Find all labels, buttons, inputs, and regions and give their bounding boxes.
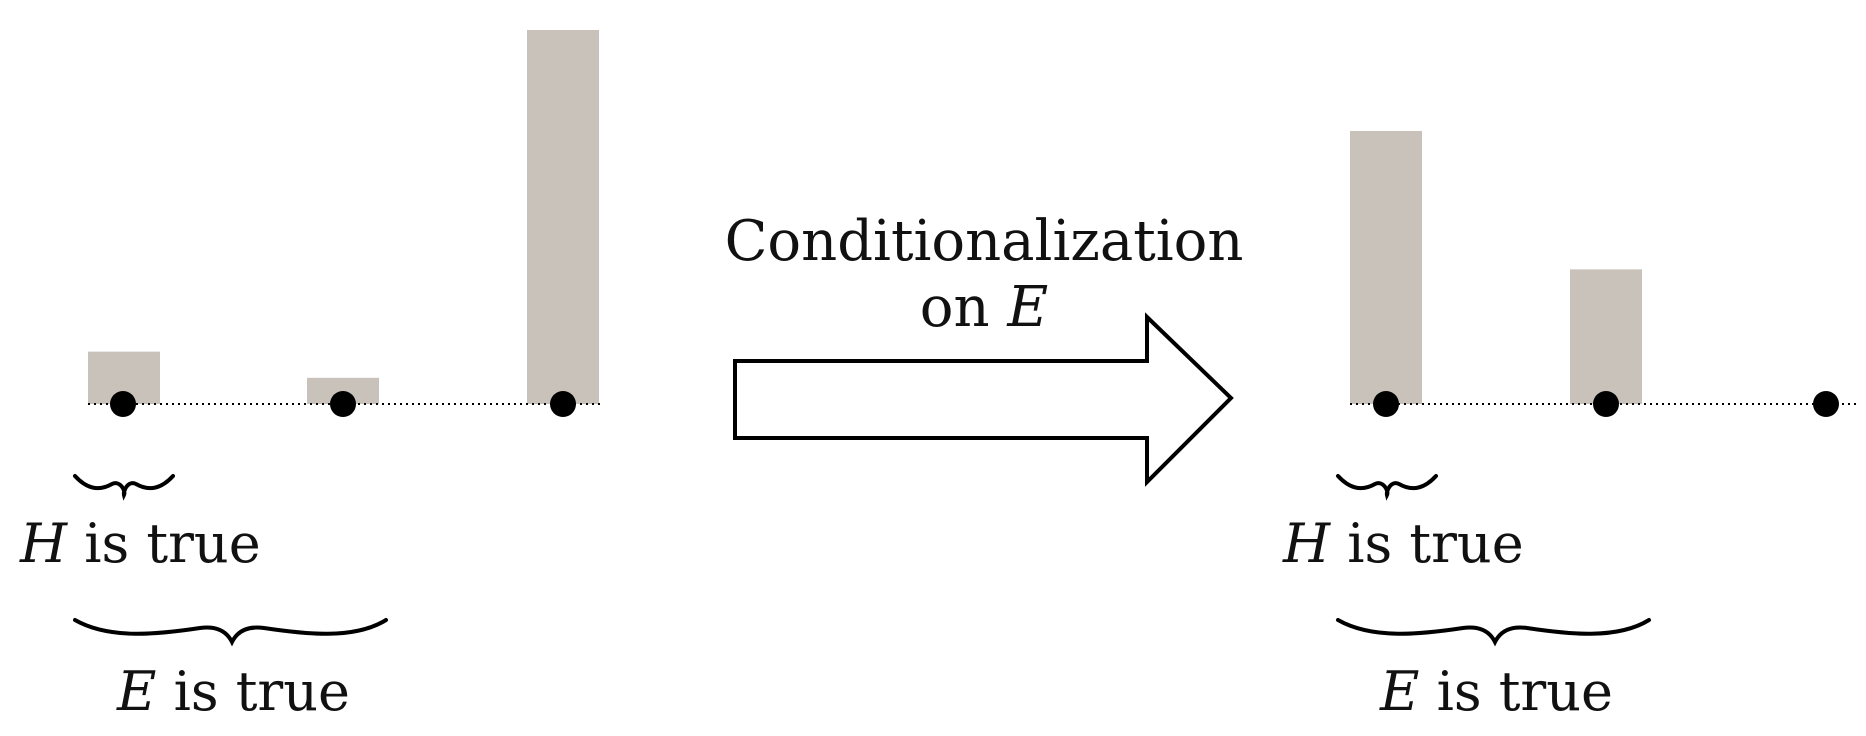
posterior-h-text: is true: [1330, 512, 1524, 575]
posterior-bar-2: [1570, 269, 1642, 404]
prior-bar-3: [527, 30, 599, 404]
prior-world-dot-2: [330, 391, 356, 417]
posterior-e-variable: E: [1379, 660, 1419, 723]
posterior-world-dot-3: [1813, 391, 1839, 417]
prior-h-variable: H: [19, 512, 68, 575]
prior-e-brace: [73, 618, 388, 647]
prior-bars: [88, 30, 599, 404]
posterior-h-label: H is true: [1282, 512, 1524, 575]
prior-world-dot-3: [550, 391, 576, 417]
posterior-e-brace: [1336, 618, 1651, 647]
prior-h-brace: [73, 474, 175, 501]
prior-h-text: is true: [67, 512, 261, 575]
posterior-panel: H is true E is true: [1282, 130, 1860, 723]
arrow-title-variable: E: [1006, 275, 1048, 340]
posterior-h-variable: H: [1282, 512, 1331, 575]
arrow-title-on: on: [920, 275, 1008, 340]
posterior-e-text: is true: [1419, 660, 1613, 723]
arrow-title-line2: on E: [920, 275, 1048, 340]
prior-e-label: E is true: [116, 660, 350, 723]
prior-e-text: is true: [156, 660, 350, 723]
posterior-world-dot-2: [1593, 391, 1619, 417]
prior-h-label: H is true: [19, 512, 261, 575]
posterior-e-label: E is true: [1379, 660, 1613, 723]
posterior-bar-1: [1350, 130, 1422, 405]
conditionalization-arrow-group: Conditionalization on E: [725, 209, 1244, 487]
right-arrow-icon: [733, 312, 1234, 487]
posterior-bars: [1350, 130, 1642, 405]
posterior-world-dot-1: [1373, 391, 1399, 417]
arrow-title-line1: Conditionalization: [725, 209, 1244, 274]
posterior-h-brace: [1336, 474, 1438, 501]
prior-e-variable: E: [116, 660, 156, 723]
prior-world-dot-1: [110, 391, 136, 417]
prior-panel: H is true E is true: [19, 30, 600, 723]
